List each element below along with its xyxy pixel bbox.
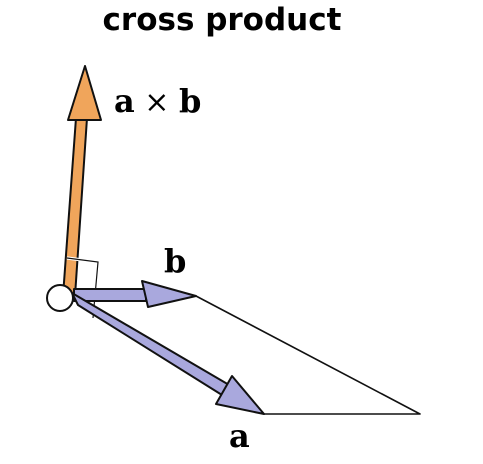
origin-joint [46, 284, 74, 312]
cross-product-arrow-shaft [62, 117, 88, 297]
vector-a-arrowhead [215, 375, 265, 415]
vector-b-arrow-shaft [73, 288, 147, 302]
vector-b-arrowhead [141, 280, 197, 308]
vector-a-label: a [229, 417, 250, 455]
cross-product-label: a × b [114, 82, 201, 120]
diagram-title: cross product [103, 2, 342, 38]
vector-b-label: b [164, 242, 186, 280]
cross-product-arrowhead [67, 65, 102, 121]
